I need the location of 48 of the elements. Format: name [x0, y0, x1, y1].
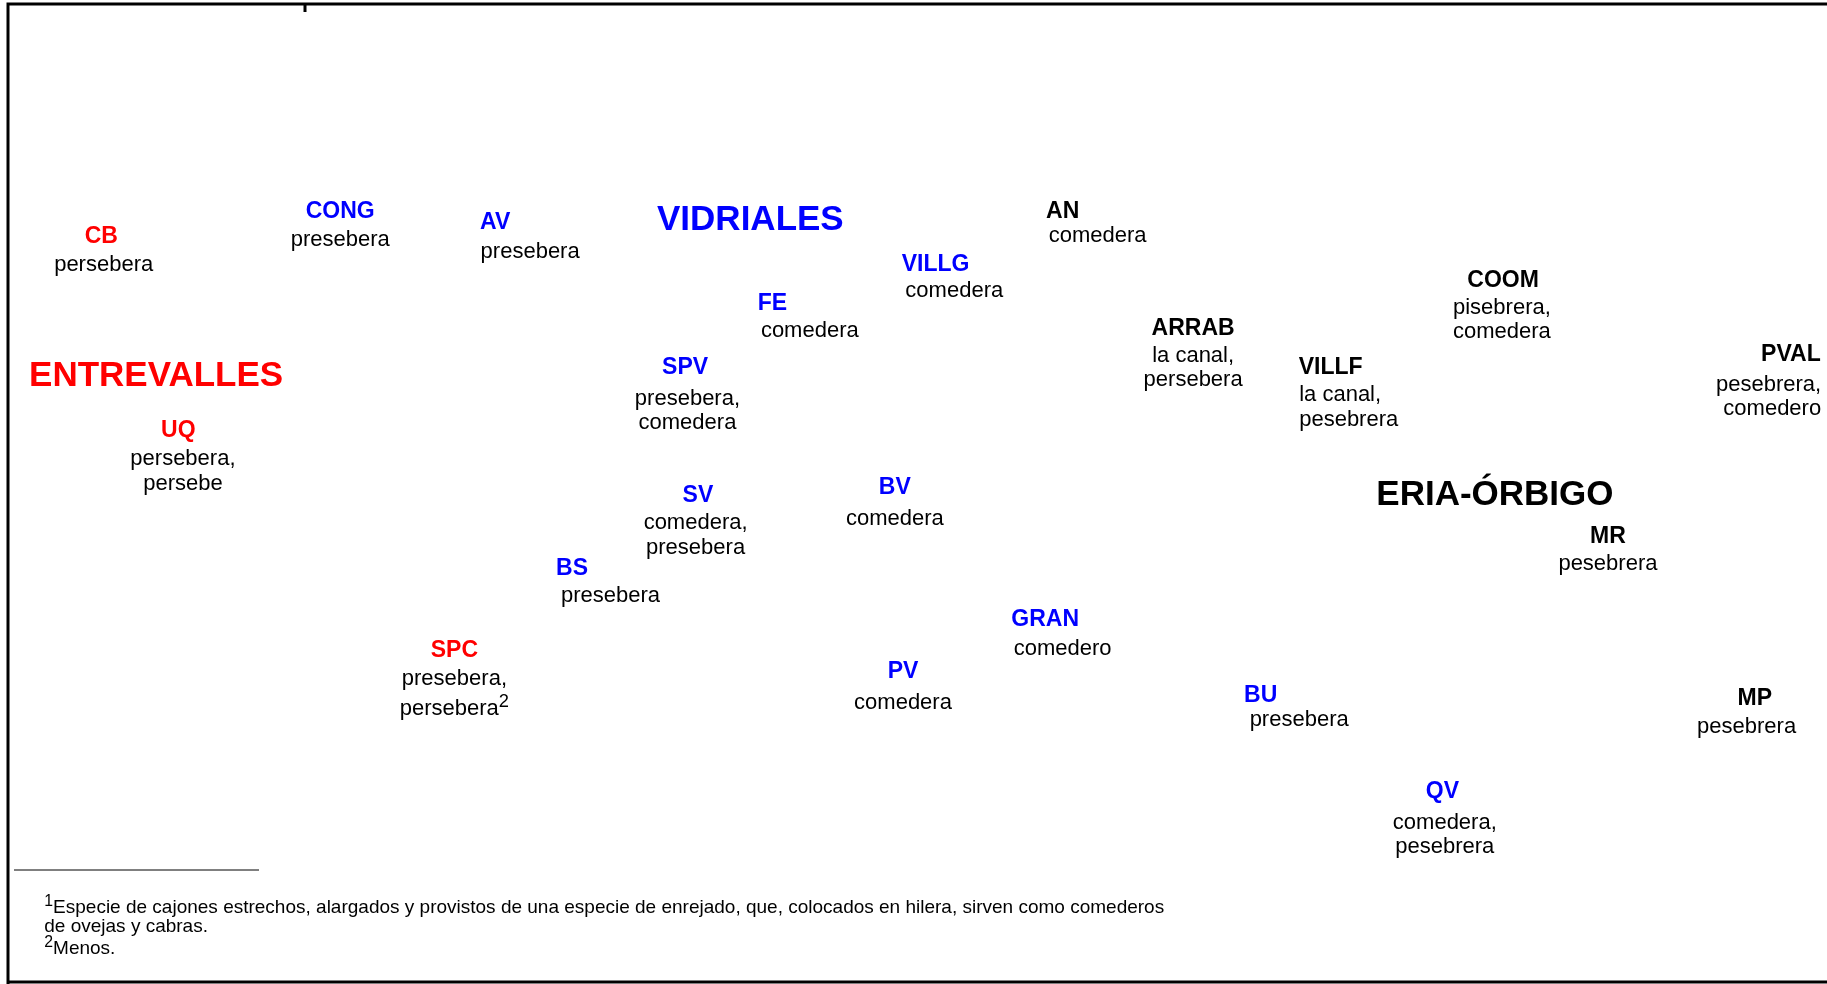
locality-code: MP: [1737, 685, 1772, 711]
footnote: $^{1}$Especie de cajones estrechos, alargados y provistos de una especie de enrejado, que, colocados en hilera, sirven como comederos de ovejas y cabras.: [44, 892, 1165, 935]
dialect-term: presebera, comedera: [633, 385, 742, 435]
dialect-term: comedero: [1013, 636, 1112, 661]
locality-code: ARRAB: [1151, 314, 1235, 341]
dialect-term: pisebrera, comedera: [1452, 294, 1552, 345]
locality-code: SPC: [430, 637, 479, 664]
locality-code: VILLF: [1298, 354, 1363, 380]
locality-code: MR: [1590, 523, 1626, 549]
dialect-term: pesebrera: [1558, 551, 1658, 576]
locality-code: CB: [84, 222, 118, 249]
locality-code: PV: [887, 658, 919, 685]
locality-code: BU: [1244, 681, 1278, 708]
dialect-term: presebera: [561, 582, 661, 608]
dialect-term: pesebrera: [1697, 714, 1797, 739]
locality-code: BS: [556, 554, 589, 581]
dialect-term: pesebrera, comedero: [1715, 371, 1822, 421]
dialect-term: comedera: [1048, 222, 1147, 248]
dialect-term: presebera, persebera$^{2}$: [398, 666, 511, 722]
region-name: ENTREVALLES: [29, 354, 284, 394]
locality-code: UQ: [161, 417, 196, 443]
region-name: ERIA-ÓRBIGO: [1376, 473, 1614, 513]
locality-code: QV: [1425, 778, 1460, 805]
dialect-term: la canal, pesebrera: [1299, 382, 1400, 432]
locality-code: SV: [682, 482, 714, 509]
locality-code: CONG: [305, 198, 375, 224]
dialect-term: presebera: [1249, 707, 1349, 732]
dialect-term: comedera: [905, 278, 1004, 304]
locality-code: GRAN: [1011, 605, 1079, 632]
locality-code: FE: [757, 290, 788, 316]
dialect-term: persebera: [54, 251, 154, 277]
dialect-term: comedera: [760, 318, 859, 343]
dialect-term: persebera, persebe: [129, 446, 237, 496]
dialect-term: presebera: [290, 227, 390, 252]
dialect-term: comedera: [845, 505, 944, 531]
locality-code: PVAL: [1761, 341, 1821, 368]
dialect-term: comedera, pesebrera: [1391, 809, 1498, 860]
locality-code: BV: [878, 474, 911, 500]
dialect-term: presebera: [480, 238, 580, 264]
locality-code: VILLG: [901, 250, 970, 277]
locality-code: AN: [1046, 198, 1080, 224]
locality-code: AV: [480, 208, 511, 235]
dialect-term: la canal, persebera: [1142, 342, 1244, 392]
locality-code: SPV: [662, 354, 709, 380]
locality-code: COOM: [1467, 266, 1539, 293]
dialect-term: comedera: [854, 689, 952, 715]
dialect-term: comedera, presebera: [642, 510, 749, 560]
region-name: VIDRIALES: [657, 198, 844, 238]
